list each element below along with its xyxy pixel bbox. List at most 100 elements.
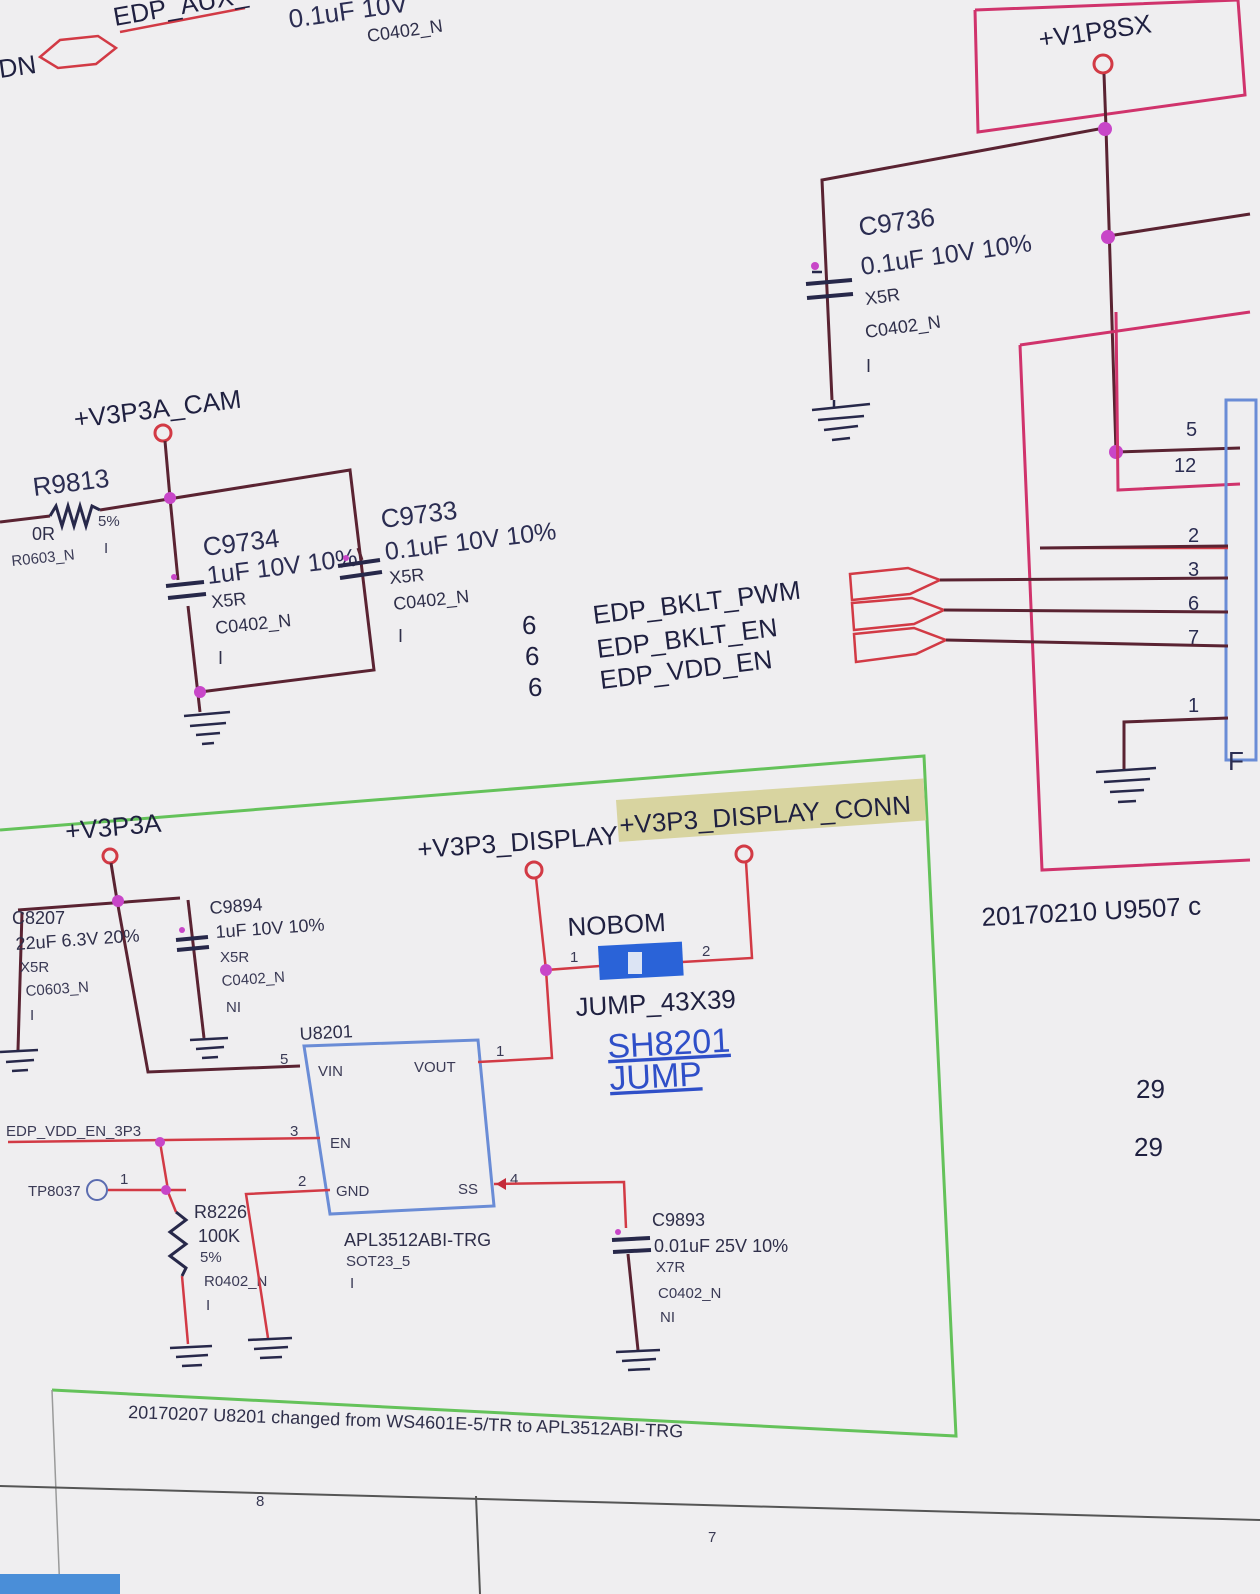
- power-port-icon: [734, 844, 754, 864]
- jumper-ref-link[interactable]: SH8201: [606, 1022, 731, 1066]
- offpage-connector-icon: [37, 34, 119, 70]
- jumper-type-link[interactable]: JUMP: [608, 1055, 702, 1098]
- c8207-value: 22uF 6.3V 20%: [15, 925, 140, 954]
- r8226-tol: 5%: [200, 1249, 222, 1266]
- power-port-icon: [1092, 53, 1114, 75]
- ground-icon: [169, 1344, 213, 1368]
- ground-icon: [0, 1048, 39, 1073]
- power-port-icon: [101, 847, 119, 865]
- offpage-page-1: 6: [522, 610, 536, 640]
- c9894-value: 1uF 10V 10%: [215, 914, 325, 942]
- power-port-icon: [524, 860, 544, 880]
- c9893-bom: NI: [660, 1309, 675, 1326]
- edp-offpage-signals: 6 6 6 EDP_BKLT_PWM EDP_BKLT_EN EDP_VDD_E…: [522, 566, 1229, 702]
- net-label-edp-vdd-en-3p3: EDP_VDD_EN_3P3: [6, 1123, 141, 1140]
- u8201-pin-vin: VIN: [318, 1063, 343, 1080]
- c9733-package: C0402_N: [392, 586, 470, 615]
- v1p8sx-box: [973, 0, 1247, 134]
- r9813-bom: I: [104, 540, 108, 557]
- conn-pin-6: 6: [1188, 593, 1199, 615]
- r9813-package: R0603_N: [11, 546, 76, 570]
- frame-zone-8: 8: [256, 1493, 264, 1510]
- u8201-pinnum-ss: 4: [510, 1171, 518, 1188]
- jumper-label: NOBOM: [567, 907, 667, 942]
- power-port-icon: [153, 423, 173, 443]
- conn-pin-7: 7: [1188, 627, 1199, 649]
- u8201-package: SOT23_5: [346, 1253, 410, 1270]
- r8226-value: 100K: [198, 1226, 240, 1246]
- v3p3a-cam-block: +V3P3A_CAM R9813 0R 5% R0603_N I C9734 1…: [0, 384, 558, 746]
- u8201-pin-gnd: GND: [336, 1183, 370, 1200]
- c8207-package: C0603_N: [25, 979, 89, 1000]
- c8207-bom: I: [30, 1007, 34, 1024]
- u8201-pin-vout: VOUT: [414, 1059, 456, 1076]
- c9733-ref: C9733: [379, 495, 459, 534]
- net-highlight: [615, 778, 927, 842]
- net-label-v3p3-display: +V3P3_DISPLAY: [416, 820, 619, 864]
- ic-u8201-body: [302, 1038, 496, 1216]
- ground-icon: [183, 710, 231, 746]
- ground-icon: [1095, 766, 1157, 804]
- c9734-dielectric: X5R: [210, 588, 247, 612]
- u8201-pinnum-vin: 5: [280, 1051, 288, 1068]
- r9813-ref: R9813: [31, 463, 111, 502]
- c9894-bom: NI: [226, 999, 241, 1016]
- offpage-connector-icon: [848, 566, 944, 602]
- u8201-pinnum-gnd: 2: [298, 1173, 306, 1190]
- c9893-value: 0.01uF 25V 10%: [654, 1236, 788, 1256]
- net-label-edp-aux: EDP_AUX_: [111, 0, 251, 32]
- c9736-ref: C9736: [857, 202, 937, 242]
- resistor-r8226-symbol: [167, 1210, 189, 1277]
- conn-pin-1: 1: [1188, 695, 1199, 717]
- u8201-bom: I: [350, 1275, 354, 1292]
- r8226-package: R0402_N: [204, 1273, 267, 1290]
- display-connector: 5 12 2 3 6 7 1 F: [1018, 310, 1258, 872]
- c9736-bom: I: [866, 356, 871, 376]
- u8201-pin-ss: SS: [458, 1181, 478, 1198]
- page-ref-2: 29: [1134, 1132, 1163, 1162]
- note-u9507: 20170210 U9507 c: [981, 891, 1202, 932]
- ground-icon: [811, 400, 871, 442]
- jumper-gap-icon: [628, 952, 642, 974]
- net-label-v3p3a: +V3P3A: [64, 808, 163, 846]
- r9813-value: 0R: [32, 524, 55, 544]
- c9736-dielectric: X5R: [864, 284, 901, 309]
- arrow-icon: [496, 1178, 506, 1190]
- r9813-tol: 5%: [98, 513, 120, 530]
- ground-icon: [247, 1336, 293, 1360]
- c9893-ref: C9893: [652, 1210, 705, 1230]
- c9893-dielectric: X7R: [656, 1259, 685, 1276]
- c8207-ref: C8207: [12, 908, 65, 928]
- c9894-package: C0402_N: [221, 969, 285, 990]
- conn-pin-5: 5: [1186, 419, 1197, 441]
- resistor-r9813-symbol: [48, 500, 101, 532]
- c9894-ref: C9894: [209, 894, 263, 918]
- c9736-package: C0402_N: [864, 312, 942, 343]
- net-label-dn: DN: [0, 49, 38, 84]
- net-label-v1p8sx: +V1P8SX: [1037, 8, 1154, 54]
- capacitor-c9736: C9736 0.1uF 10V 10% X5R C0402_N I: [805, 202, 1034, 442]
- c9733-dielectric: X5R: [388, 564, 425, 588]
- c9734-package: C0402_N: [214, 610, 292, 639]
- conn-pin-2: 2: [1188, 525, 1199, 547]
- ground-icon: [189, 1036, 229, 1060]
- c9733-bom: I: [398, 626, 403, 646]
- jumper-pin2: 2: [702, 943, 710, 960]
- offpage-page-2: 6: [525, 641, 539, 671]
- edp-aux-fragment: EDP_AUX_ DN 0.1uF 10V C0402_N: [0, 0, 444, 84]
- u8201-pinnum-en: 3: [290, 1123, 298, 1140]
- ground-icon: [615, 1348, 661, 1372]
- offpage-page-3: 6: [528, 672, 542, 702]
- offpage-connector-icon: [850, 596, 948, 632]
- u8201-ref: U8201: [299, 1021, 353, 1044]
- test-point-pin: 1: [120, 1171, 128, 1188]
- c9734-bom: I: [218, 648, 223, 668]
- u8201-part: APL3512ABI-TRG: [344, 1230, 491, 1250]
- connector-body: [1224, 398, 1258, 762]
- test-point-tp8037: TP8037: [28, 1183, 81, 1200]
- c9893-package: C0402_N: [658, 1285, 721, 1302]
- offpage-connector-icon: [852, 626, 950, 664]
- svg-text:F: F: [1228, 746, 1244, 776]
- conn-pin-12: 12: [1174, 455, 1196, 477]
